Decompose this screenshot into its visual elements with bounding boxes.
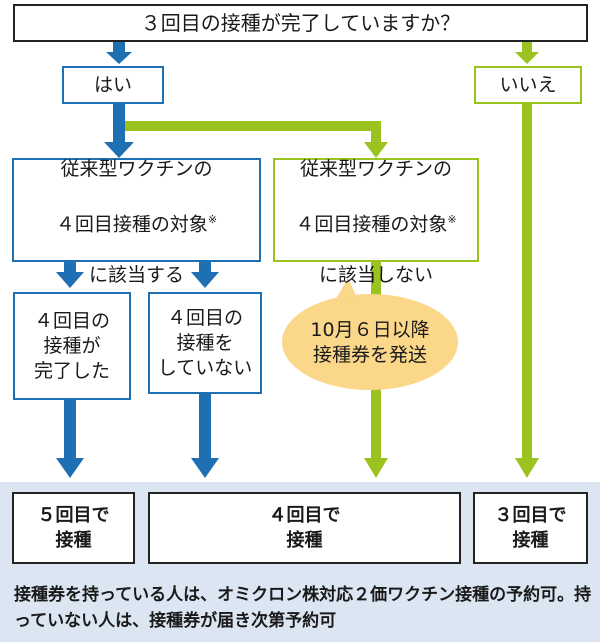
eligible-text: 従来型ワクチンの ４回目接種の対象※ に該当する	[56, 132, 217, 287]
result-4th-box: ４回目で 接種	[148, 492, 461, 564]
done-4th-box: ４回目の 接種が 完了した	[13, 292, 131, 400]
not-eligible-line1: 従来型ワクチンの	[299, 158, 452, 181]
connector-question-yes	[113, 40, 125, 54]
arrowhead-not-done-result4	[191, 458, 219, 478]
eligible-line3: に該当する	[88, 263, 184, 286]
not-done-4th-text: ４回目の 接種を していない	[157, 306, 253, 379]
voucher-bubble-text: 10月６日以降 接種券を発送	[310, 319, 430, 366]
question-box: ３回目の接種が完了していますか？	[13, 4, 588, 42]
arrowhead-yes-not-eligible	[364, 142, 388, 158]
arrowhead-question-yes	[106, 52, 132, 64]
arrowhead-question-no	[515, 52, 539, 64]
done-4th-text: ４回目の 接種が 完了した	[33, 309, 110, 382]
question-text: ３回目の接種が完了していますか？	[140, 10, 461, 35]
voucher-bubble-shape	[282, 294, 458, 390]
arrowhead-eligible-done	[56, 272, 84, 288]
eligible-note-mark: ※	[207, 213, 218, 227]
eligible-box: 従来型ワクチンの ４回目接種の対象※ に該当する	[12, 158, 261, 286]
connector-question-no	[522, 40, 532, 54]
connector-yes-not-eligible-h	[125, 121, 381, 131]
connector-not-done-result4	[199, 394, 211, 460]
not-eligible-text: 従来型ワクチンの ４回目接種の対象※ に該当しない	[295, 132, 456, 287]
yes-box: はい	[62, 66, 164, 104]
arrowhead-eligible-not-done	[191, 272, 219, 288]
arrowhead-no-result3	[515, 458, 539, 478]
not-eligible-box: 従来型ワクチンの ４回目接種の対象※ に該当しない	[273, 158, 479, 286]
connector-yes-eligible	[113, 104, 125, 148]
not-eligible-note-mark: ※	[447, 213, 457, 227]
not-eligible-line3: に該当しない	[318, 263, 433, 286]
arrowhead-yes-eligible	[104, 142, 134, 158]
result-5th-box: ５回目で 接種	[12, 492, 135, 564]
result-3rd-text: ３回目で 接種	[494, 505, 567, 551]
eligible-line1: 従来型ワクチンの	[60, 158, 213, 181]
arrowhead-not-eligible-result4	[364, 458, 388, 478]
arrowhead-done-result5	[56, 458, 84, 478]
not-eligible-line2: ４回目接種の対象	[295, 213, 448, 236]
result-5th-text: ５回目で 接種	[37, 505, 110, 551]
no-label: いいえ	[499, 73, 557, 96]
result-4th-text: ４回目で 接種	[268, 505, 341, 551]
connector-yes-not-eligible-v	[371, 121, 381, 147]
connector-done-result5	[64, 400, 76, 460]
voucher-bubble-text-wrap: 10月６日以降 接種券を発送	[290, 312, 450, 374]
connector-no-result3	[522, 104, 532, 460]
eligible-line2: ４回目接種の対象	[55, 213, 208, 236]
not-done-4th-box: ４回目の 接種を していない	[148, 292, 262, 394]
voucher-bubble-tail	[334, 278, 360, 304]
yes-label: はい	[93, 73, 132, 96]
footnote: 接種券を持っている人は、オミクロン株対応２価ワクチン接種の予約可。持っていない人…	[14, 585, 592, 631]
no-box: いいえ	[474, 66, 582, 104]
result-3rd-box: ３回目で 接種	[473, 492, 588, 564]
